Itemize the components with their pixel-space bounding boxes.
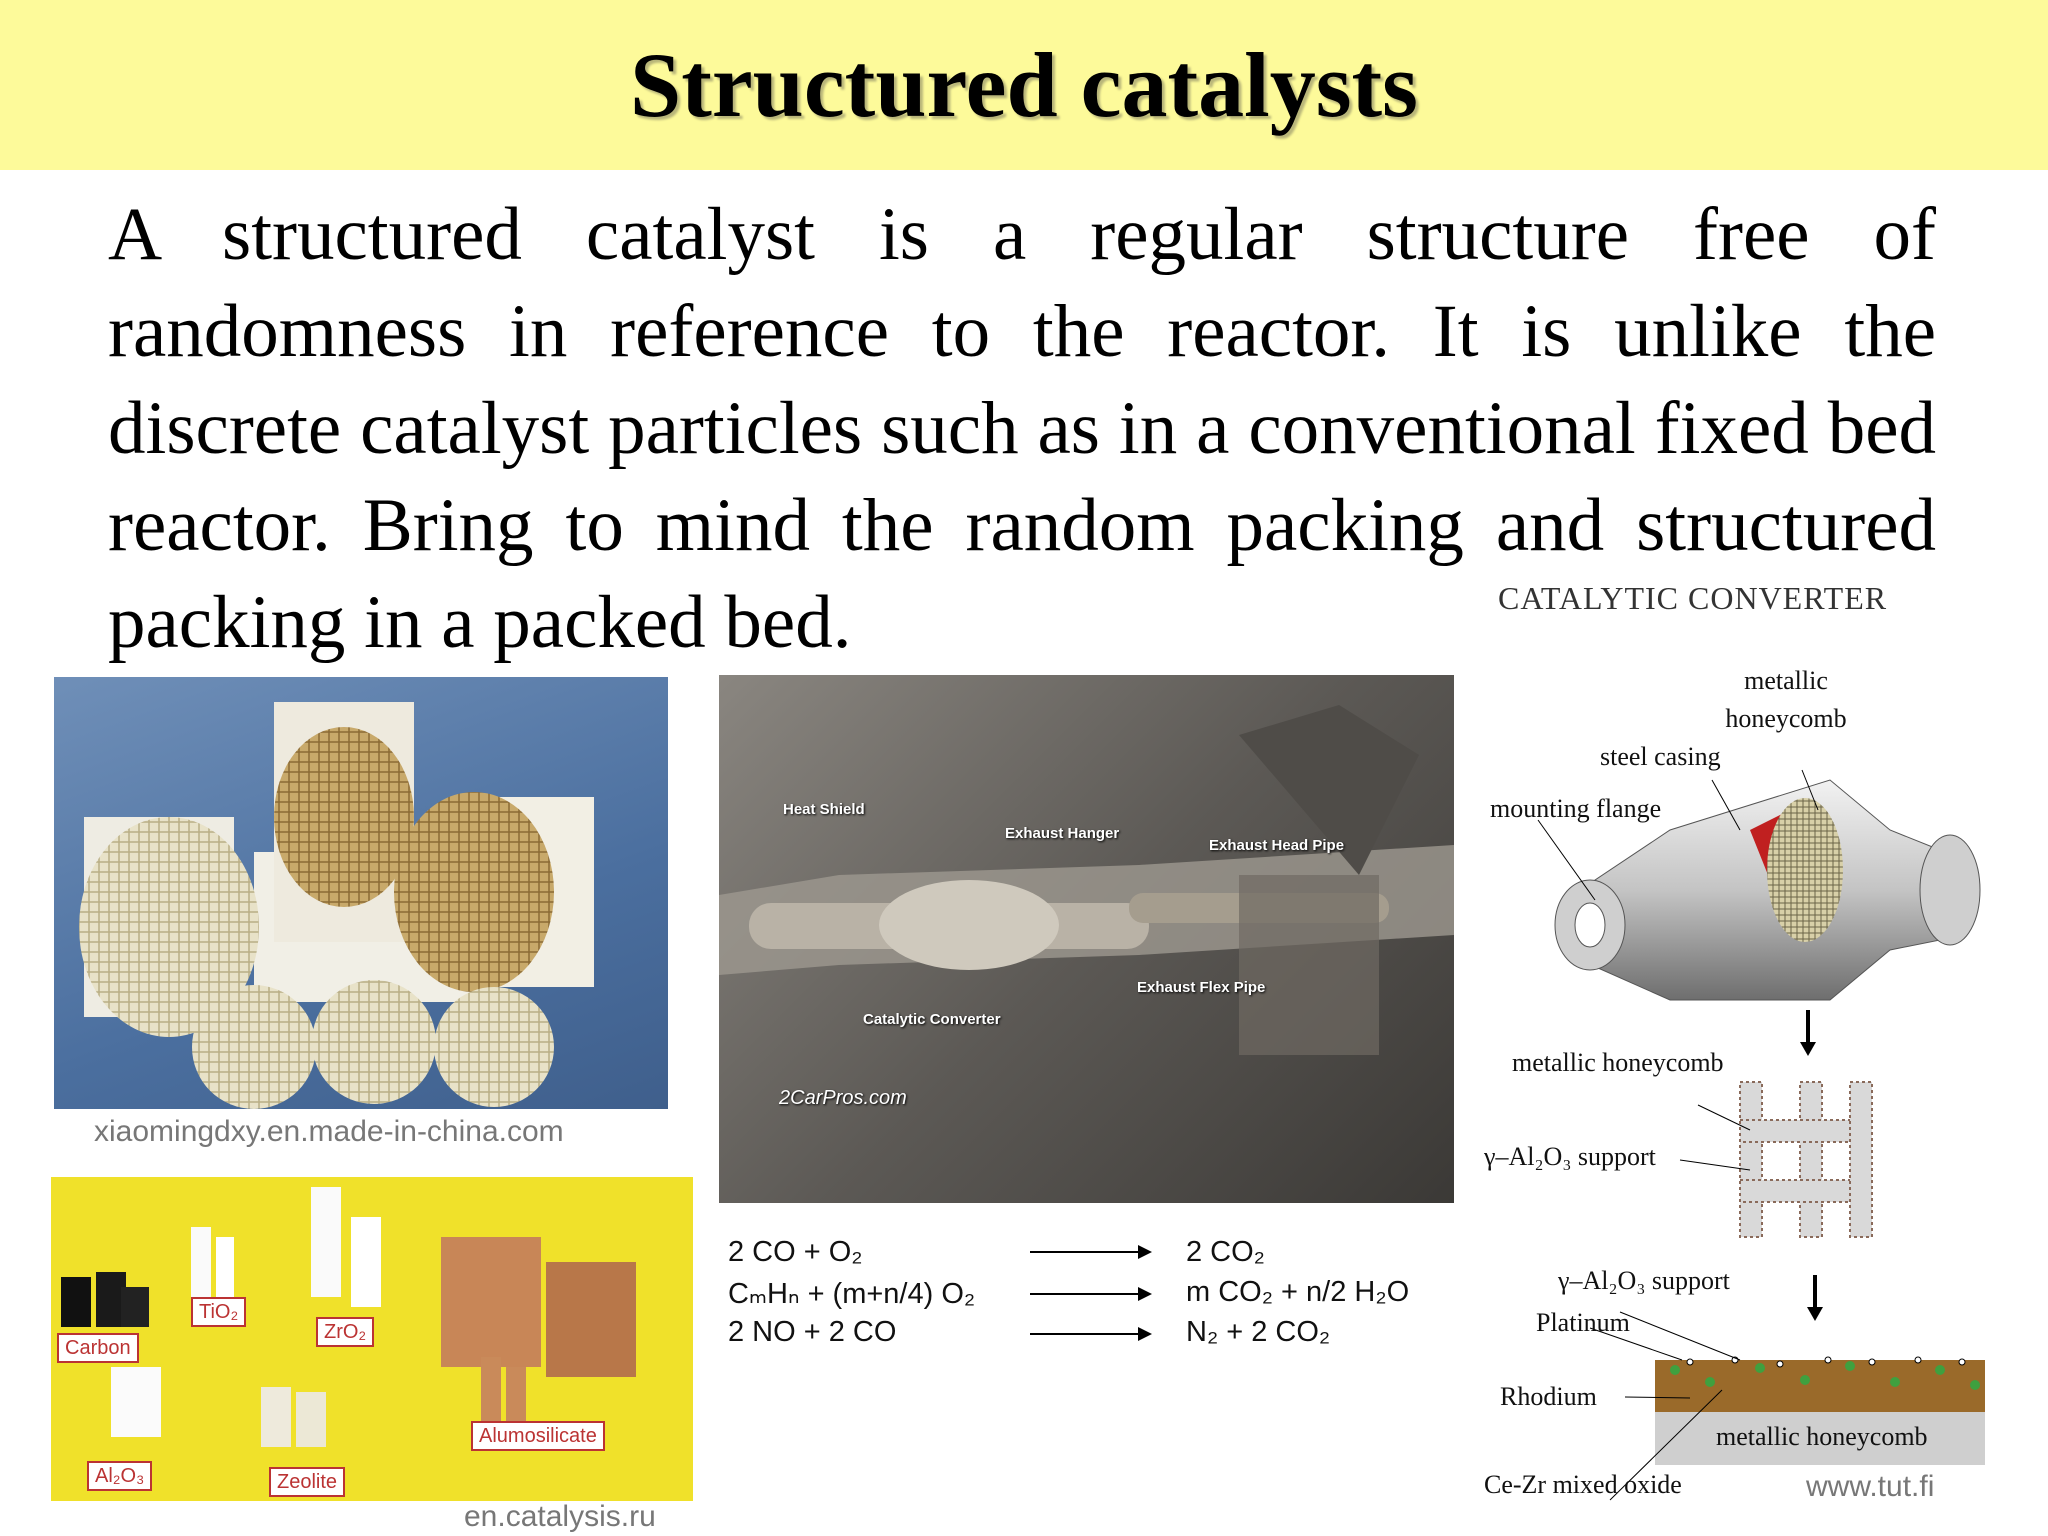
label-ce-zr-oxide: Ce-Zr mixed oxide	[1484, 1470, 1682, 1499]
car-underside-photo: Heat Shield Exhaust Hanger Exhaust Head …	[719, 675, 1454, 1203]
label-support-mid: γ–Al₂O₃ support	[1484, 1142, 1656, 1171]
materials-illustration	[61, 1187, 636, 1447]
reaction-2-arrow	[1030, 1287, 1152, 1301]
reaction-2-left: CₘHₙ + (m+n/4) O₂	[728, 1278, 976, 1310]
honeycomb-photo	[54, 677, 668, 1109]
label-metallic-honeycomb-bottom: metallic honeycomb	[1716, 1422, 1928, 1451]
label-metallic-honeycomb-top: metallic honeycomb	[1725, 666, 1847, 733]
tag-zro2: ZrO₂	[316, 1317, 375, 1347]
reaction-1-right: 2 CO₂	[1186, 1236, 1265, 1268]
photo-watermark: 2CarPros.com	[779, 1087, 907, 1109]
materials-credit: en.catalysis.ru	[464, 1500, 656, 1533]
converter-diagram	[1537, 769, 1985, 1501]
label-exhaust-flex-pipe: Exhaust Flex Pipe	[1137, 979, 1266, 996]
slide-title: Structured catalysts	[630, 34, 1418, 136]
label-mounting-flange: mounting flange	[1490, 794, 1662, 823]
reaction-3-left: 2 NO + 2 CO	[728, 1316, 897, 1348]
honeycomb-illustration	[79, 702, 594, 1109]
reaction-3-right: N₂ + 2 CO₂	[1186, 1316, 1331, 1348]
tag-tio2: TiO₂	[191, 1297, 247, 1327]
reaction-1-left: 2 CO + O₂	[728, 1236, 863, 1268]
reaction-2-right: m CO₂ + n/2 H₂O	[1186, 1276, 1410, 1308]
exhaust-illustration	[719, 705, 1454, 1055]
materials-photo: Carbon TiO₂ ZrO₂ Al₂O₃ Zeolite Alumosili…	[51, 1177, 693, 1501]
label-support-low: γ–Al₂O₃ support	[1558, 1266, 1730, 1295]
tag-al2o3: Al₂O₃	[87, 1461, 153, 1491]
reaction-1-arrow	[1030, 1245, 1152, 1259]
label-heat-shield: Heat Shield	[783, 801, 865, 818]
diagram-title: CATALYTIC CONVERTER	[1498, 580, 1888, 616]
tag-carbon: Carbon	[57, 1333, 139, 1363]
title-bar: Structured catalysts	[0, 0, 2048, 170]
tag-zeolite: Zeolite	[269, 1467, 346, 1497]
label-exhaust-hanger: Exhaust Hanger	[1005, 825, 1120, 842]
body-paragraph: A structured catalyst is a regular struc…	[108, 193, 1936, 664]
label-metallic-honeycomb-mid: metallic honeycomb	[1512, 1048, 1724, 1077]
label-catalytic-converter: Catalytic Converter	[863, 1011, 1001, 1028]
label-exhaust-head-pipe: Exhaust Head Pipe	[1209, 837, 1345, 854]
diagram-credit: www.tut.fi	[1806, 1470, 1935, 1503]
honeycomb-credit: xiaomingdxy.en.made-in-china.com	[94, 1115, 564, 1148]
label-rhodium: Rhodium	[1500, 1382, 1597, 1411]
tag-alumosilicate: Alumosilicate	[471, 1421, 605, 1451]
reaction-3-arrow	[1030, 1327, 1152, 1341]
label-steel-casing: steel casing	[1600, 742, 1721, 771]
label-platinum: Platinum	[1536, 1308, 1630, 1337]
